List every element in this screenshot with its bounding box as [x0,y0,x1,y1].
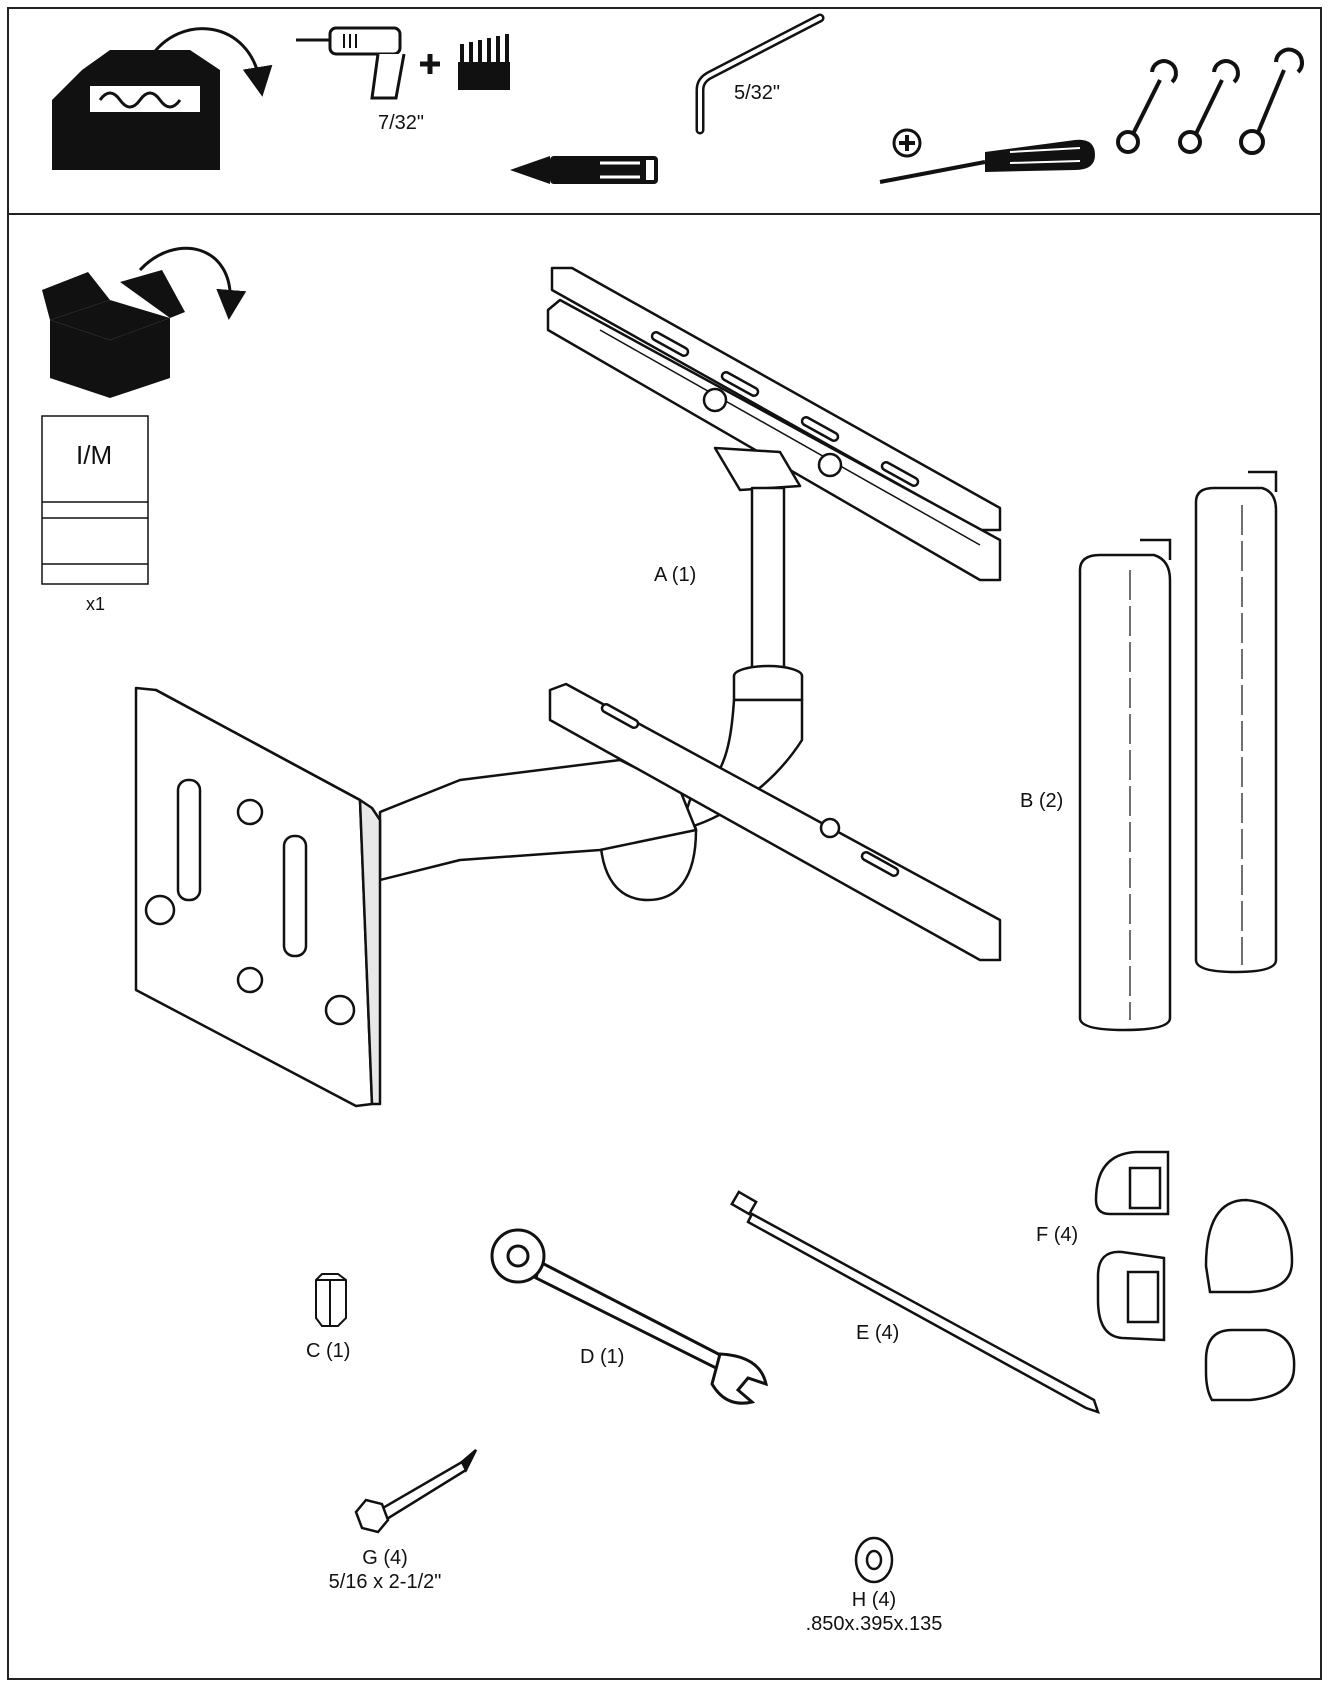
part-g-label: G (4) 5/16 x 2-1/2" [310,1546,460,1594]
hex-key-icon [695,13,825,135]
page-border [7,7,1322,1680]
part-d-label: D (1) [580,1346,625,1368]
wrench-icon [1116,47,1304,155]
part-a-label: A (1) [654,564,697,586]
part-f-label: F (4) [1036,1224,1079,1246]
part-c-spacer [315,1273,347,1327]
drill-bits-icon [458,34,510,90]
toolbox-icon [52,27,273,170]
part-h-code: H (4) [851,1589,897,1611]
part-h-size: .850x.395x.135 [805,1613,943,1635]
manual-quantity: x1 [86,594,106,614]
drill-icon [296,26,406,100]
part-e-cable-tie [730,1190,1100,1414]
part-f-corner-fittings [1094,1150,1296,1402]
hex-key-size-label: 5/32" [734,82,781,104]
phillips-screwdriver-icon [879,128,1095,184]
open-box-icon [42,246,247,398]
instruction-manual-icon [41,415,149,585]
plus-sign [420,54,440,74]
part-e-label: E (4) [856,1322,900,1344]
part-d-wrench [490,1228,769,1405]
pencil-icon [510,156,658,184]
part-a-mount-assembly [134,266,1002,1108]
part-h-washer [854,1536,894,1584]
drill-bit-size-label: 7/32" [378,112,425,134]
part-c-label: C (1) [306,1340,351,1362]
part-h-label: H (4) .850x.395x.135 [776,1588,972,1636]
manual-label: I/M [76,440,113,470]
part-b-label: B (2) [1020,790,1064,812]
part-g-lag-bolt [354,1449,478,1534]
part-b-raceway-covers [1078,470,1278,1032]
part-g-size: 5/16 x 2-1/2" [328,1571,442,1593]
part-g-code: G (4) [362,1547,408,1569]
